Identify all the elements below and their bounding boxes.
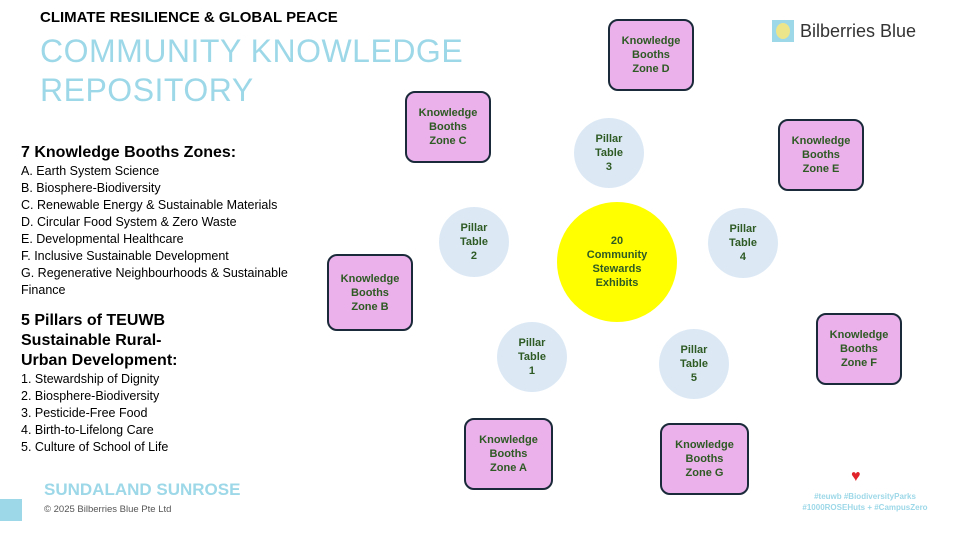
pillars-list: 5 Pillars of TEUWB Sustainable Rural-Urb… (21, 311, 321, 456)
list-item: 4. Birth-to-Lifelong Care (21, 423, 154, 437)
kicker-title: CLIMATE RESILIENCE & GLOBAL PEACE (40, 9, 338, 26)
title-line: REPOSITORY (40, 72, 254, 108)
pillars-heading: 5 Pillars of TEUWB Sustainable Rural-Urb… (21, 312, 178, 369)
heart-icon: ♥ (851, 468, 861, 485)
list-item: D. Circular Food System & Zero Waste (21, 215, 237, 229)
hashtags: #teuwb #BiodiversityParks#1000ROSEHuts +… (802, 492, 928, 512)
list-item: G. Regenerative Neighbourhoods & Sustain… (21, 266, 288, 297)
list-item: 1. Stewardship of Dignity (21, 372, 160, 386)
title-line: COMMUNITY KNOWLEDGE (40, 33, 464, 69)
logo-icon (772, 20, 794, 42)
corner-accent (0, 499, 22, 521)
list-item: E. Developmental Healthcare (21, 232, 184, 246)
list-item: F. Inclusive Sustainable Development (21, 249, 229, 263)
list-item: 2. Biosphere-Biodiversity (21, 389, 160, 403)
logo-text: Bilberries Blue (800, 20, 917, 41)
copyright: © 2025 Bilberries Blue Pte Ltd (44, 504, 172, 515)
logo: Bilberries Blue (772, 20, 916, 42)
list-item: C. Renewable Energy & Sustainable Materi… (21, 198, 278, 212)
list-item: 3. Pesticide-Free Food (21, 406, 148, 420)
zones-heading: 7 Knowledge Booths Zones: (21, 144, 237, 161)
footer-brand: SUNDALAND SUNROSE (44, 480, 241, 499)
list-item: A. Earth System Science (21, 164, 160, 178)
zones-list: 7 Knowledge Booths Zones: A. Earth Syste… (21, 143, 321, 299)
list-item: B. Biosphere-Biodiversity (21, 181, 161, 195)
list-item: 5. Culture of School of Life (21, 440, 169, 454)
